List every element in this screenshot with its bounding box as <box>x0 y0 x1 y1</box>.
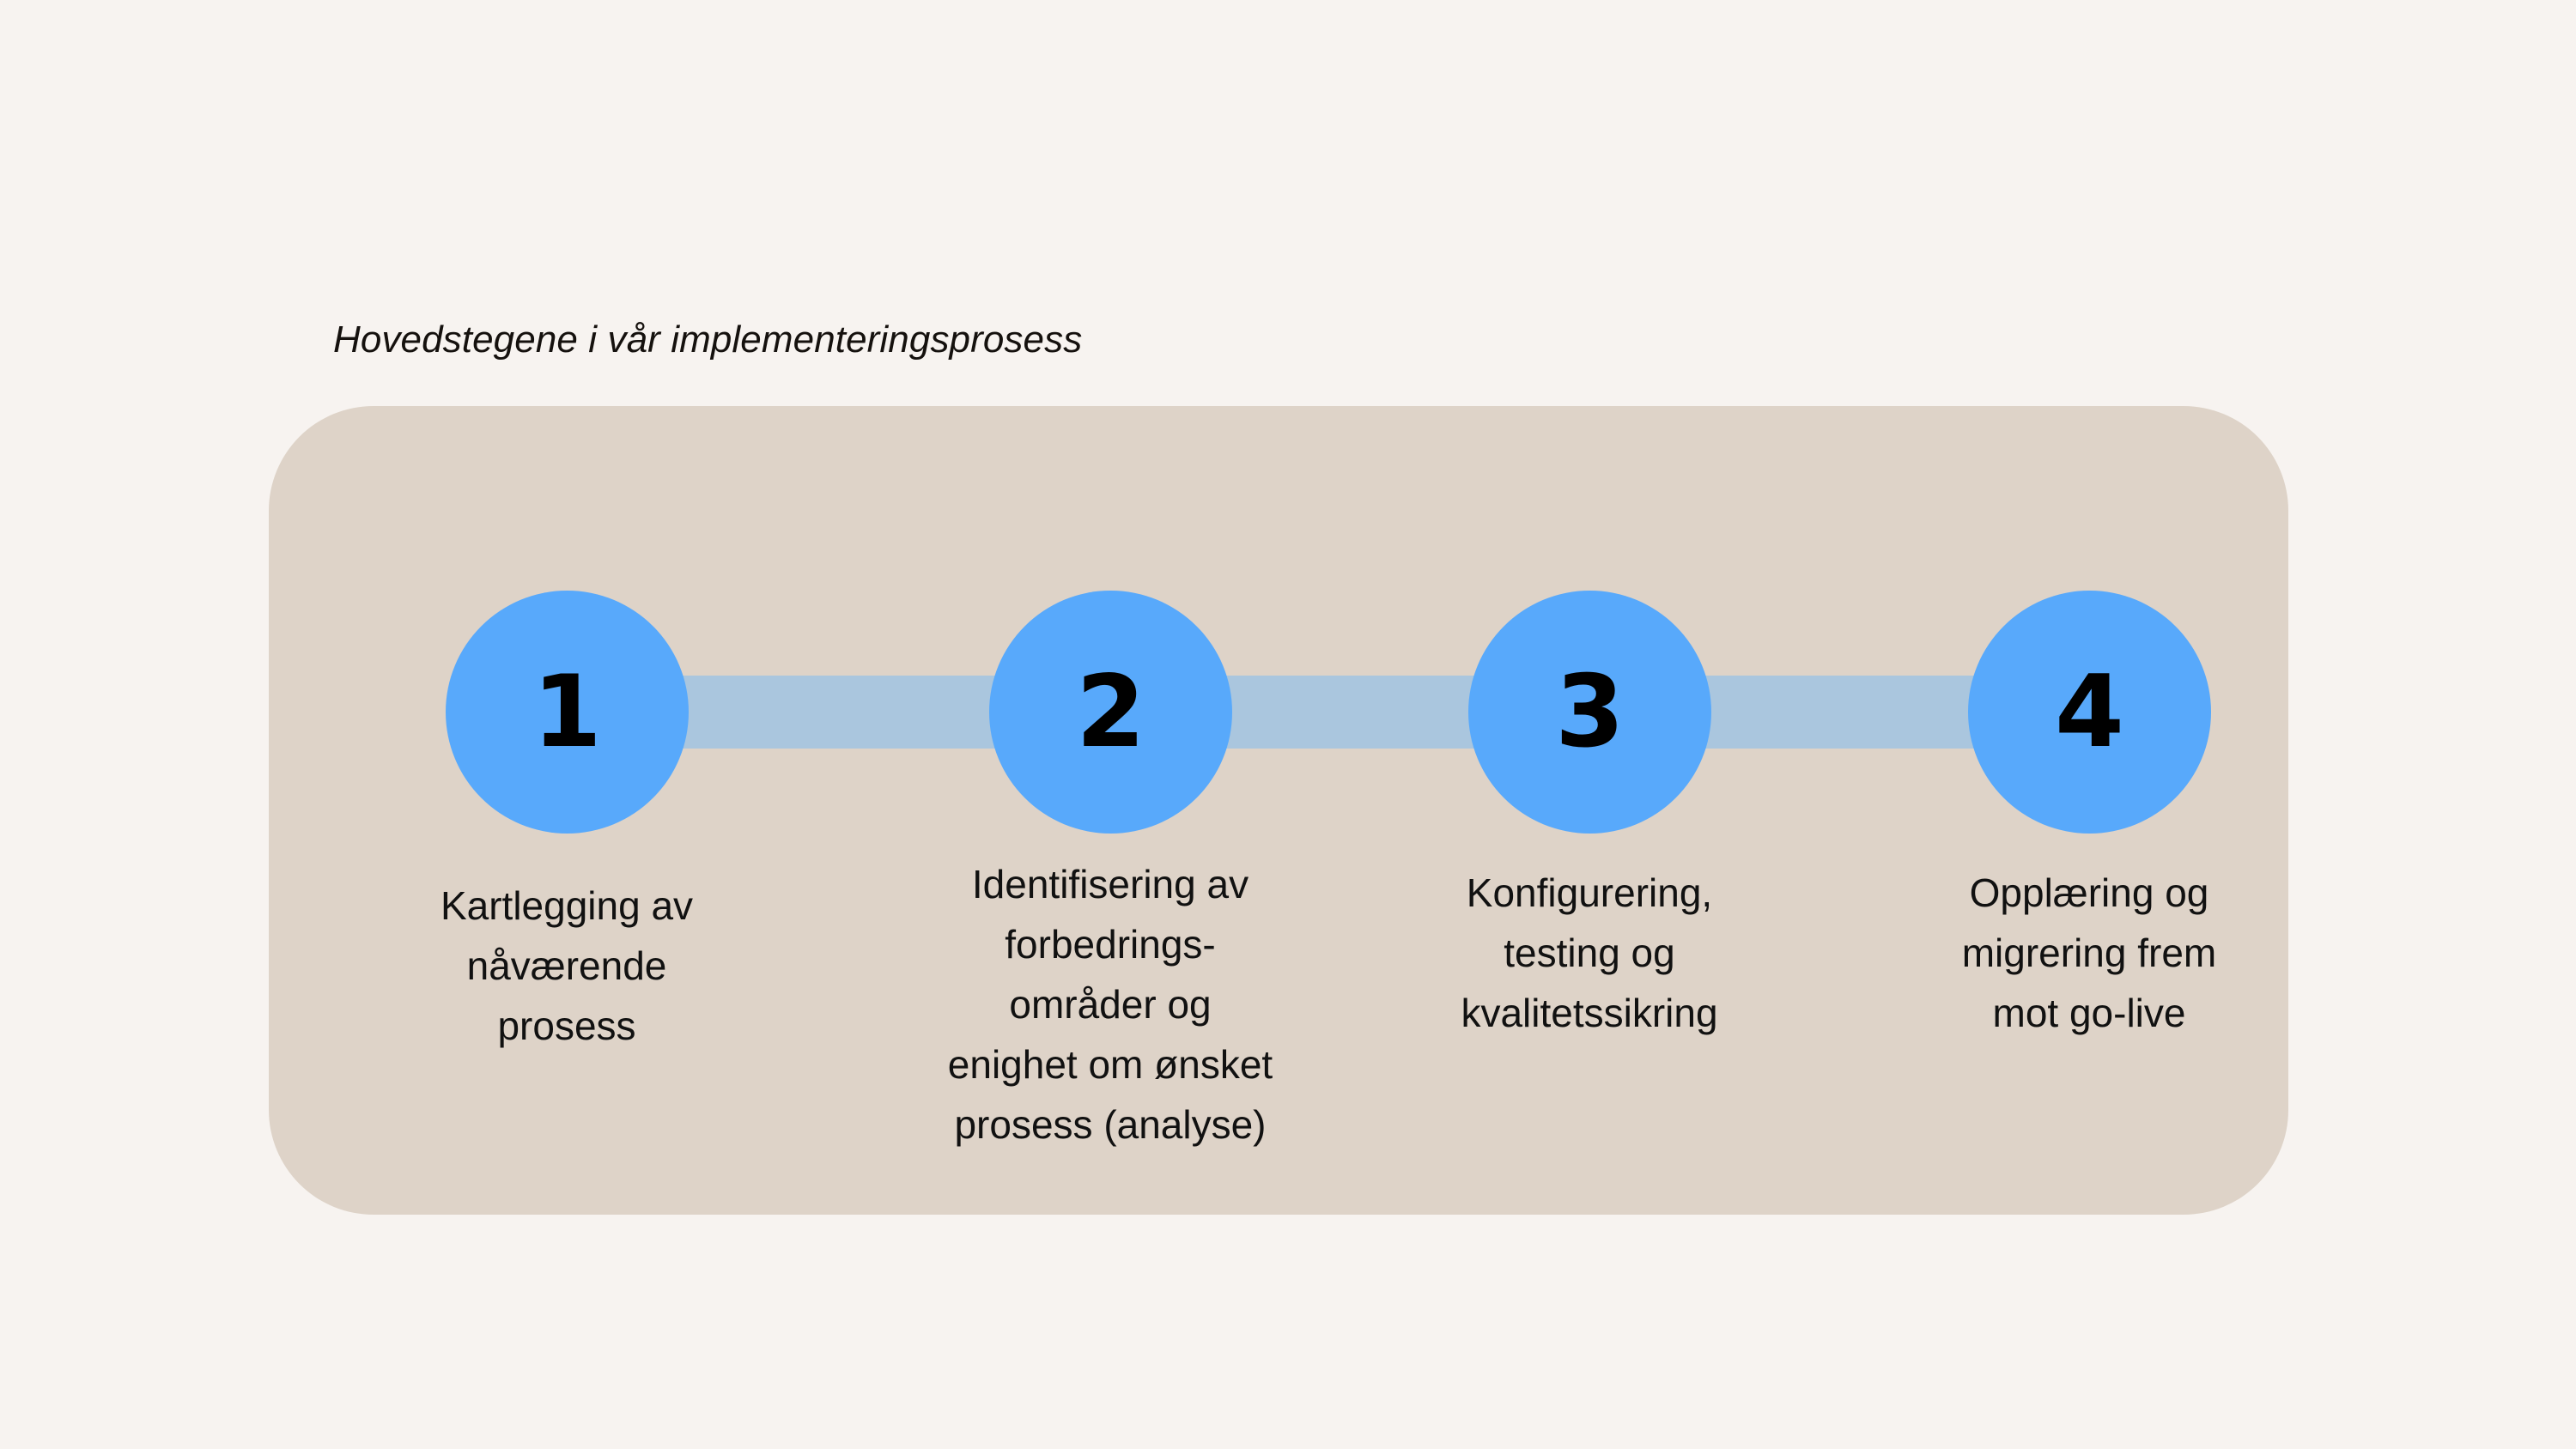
step-2-circle[interactable]: 2 <box>988 591 1232 834</box>
step-2[interactable]: 2 Identifisering av forbedrings- områder… <box>896 591 1325 1155</box>
step-3-circle[interactable]: 3 <box>1467 591 1711 834</box>
page-title: Hovedstegene i vår implementeringsproses… <box>333 318 1083 361</box>
step-4[interactable]: 4 Opplæring og migrering frem mot go-liv… <box>1909 591 2269 1043</box>
step-4-number: 4 <box>2055 653 2124 770</box>
step-1[interactable]: 1 Kartlegging av nåværende prosess <box>386 591 747 1056</box>
step-1-circle[interactable]: 1 <box>445 591 689 834</box>
step-3-label: Konfigurering, testing og kvalitetssikri… <box>1461 870 1718 1035</box>
step-4-label: Opplæring og migrering frem mot go-live <box>1961 870 2217 1035</box>
step-3-number: 3 <box>1555 653 1625 770</box>
step-2-label: Identifisering av forbedrings- områder o… <box>947 862 1273 1147</box>
step-4-circle[interactable]: 4 <box>1967 591 2211 834</box>
timeline: 1 Kartlegging av nåværende prosess 2 Ide… <box>269 406 2288 1215</box>
step-1-number: 1 <box>532 653 602 770</box>
step-1-label: Kartlegging av nåværende prosess <box>440 883 694 1048</box>
step-2-number: 2 <box>1076 653 1145 770</box>
step-3[interactable]: 3 Konfigurering, testing og kvalitetssik… <box>1400 591 1778 1043</box>
process-panel: 1 Kartlegging av nåværende prosess 2 Ide… <box>269 406 2288 1215</box>
